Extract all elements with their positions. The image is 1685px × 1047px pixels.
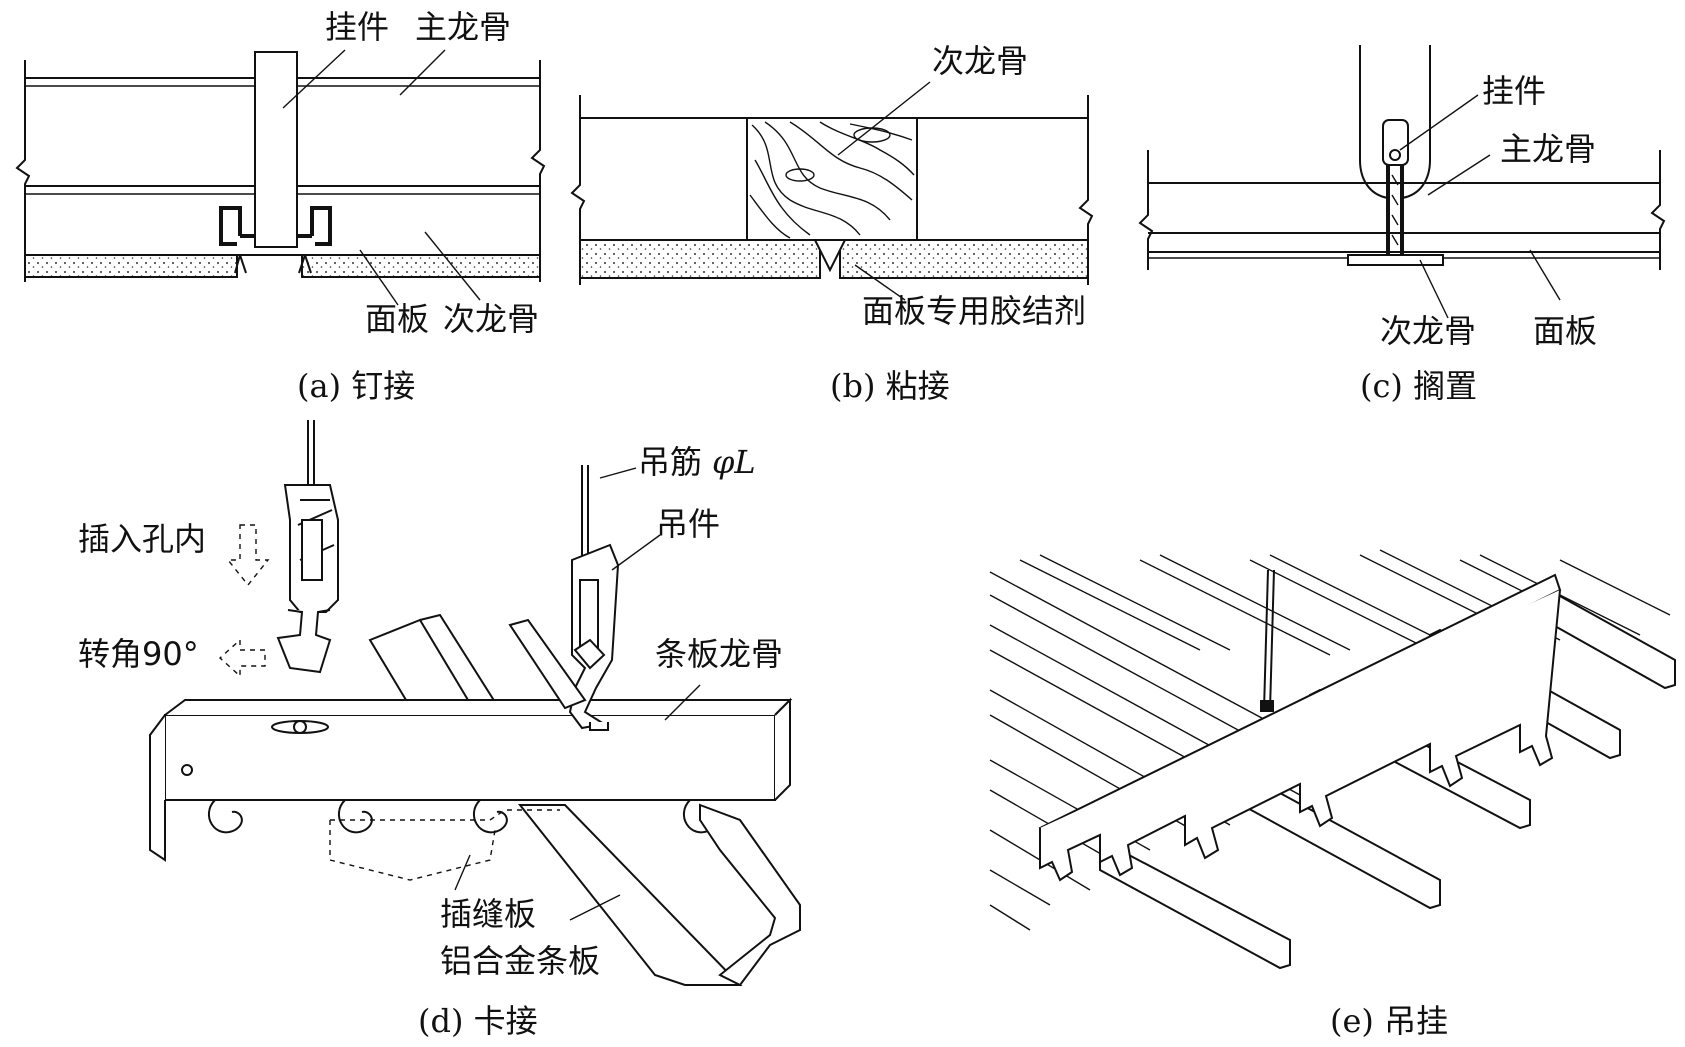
label-c-main-joist: 主龙骨 <box>1500 130 1596 168</box>
label-d-rod-symbol: φL <box>712 443 756 481</box>
panel-b-leaders <box>837 81 931 301</box>
caption-b: (b) 粘接 <box>830 367 950 405</box>
panel-d-drawing <box>149 420 801 987</box>
caption-d: (d) 卡接 <box>418 1002 538 1040</box>
panel-a-leaders <box>282 49 481 306</box>
label-d-rotate: 转角90° <box>78 635 199 673</box>
panel-c-drawing <box>1138 45 1666 270</box>
label-b-sub-joist: 次龙骨 <box>932 42 1028 80</box>
label-a-hanger: 挂件 <box>325 8 389 46</box>
label-d-seam-plate: 插缝板 <box>440 895 536 933</box>
label-b-adhesive: 面板专用胶结剂 <box>862 292 1086 330</box>
label-c-sub-joist: 次龙骨 <box>1380 312 1476 350</box>
panel-a-drawing <box>15 51 546 282</box>
caption-e: (e) 吊挂 <box>1330 1002 1448 1040</box>
caption-c: (c) 搁置 <box>1360 367 1477 405</box>
panel-d-leaders <box>454 467 701 921</box>
panel-c-leaders <box>1399 94 1561 319</box>
caption-a: (a) 钉接 <box>297 367 415 405</box>
panel-e-drawing <box>989 549 1676 970</box>
label-d-hanger: 吊件 <box>656 505 720 543</box>
label-d-strip-joist: 条板龙骨 <box>655 635 783 673</box>
panel-b-drawing <box>570 95 1094 285</box>
label-a-main-joist: 主龙骨 <box>415 8 511 46</box>
label-d-alum-strip: 铝合金条板 <box>440 942 600 980</box>
label-c-hanger: 挂件 <box>1482 72 1546 110</box>
label-a-sub-joist: 次龙骨 <box>443 300 539 338</box>
label-d-rod: 吊筋 <box>638 443 702 481</box>
label-c-panel: 面板 <box>1533 312 1597 350</box>
label-d-insert: 插入孔内 <box>78 520 206 558</box>
label-a-panel: 面板 <box>365 300 429 338</box>
